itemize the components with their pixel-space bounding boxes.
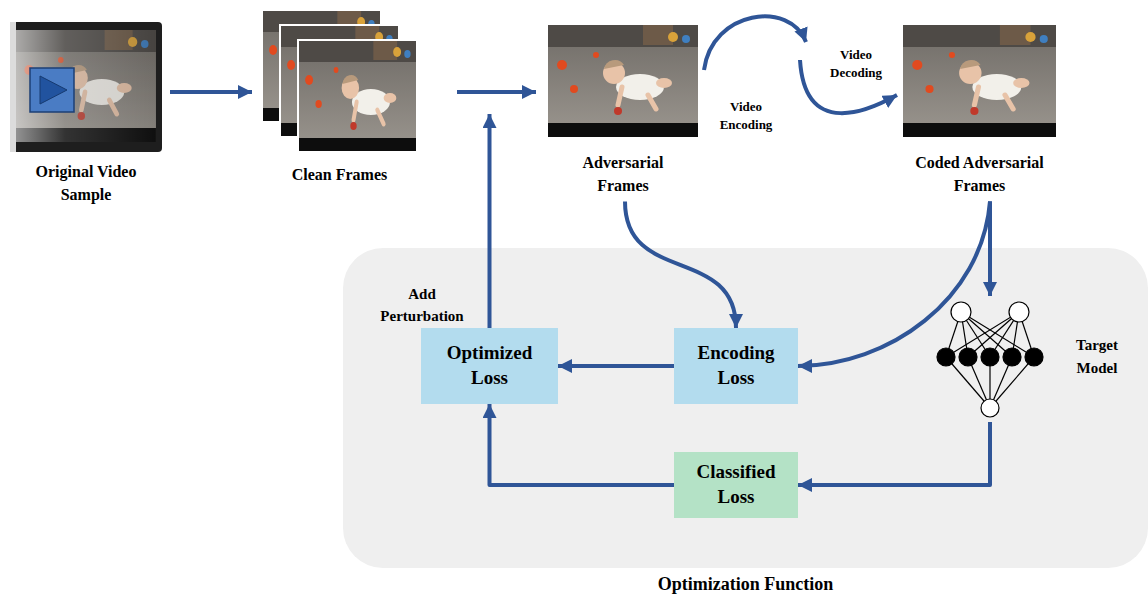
flow-arrow: [488, 114, 492, 328]
flow-arrow: [490, 404, 675, 485]
frame-stack: [298, 40, 417, 152]
video-thumbnail: [40, 76, 67, 104]
model-icon: Target Model: [928, 296, 1052, 422]
flow-arrow: [988, 201, 992, 296]
neural-network: [937, 302, 1043, 417]
node-label: Classified Loss: [682, 460, 790, 509]
loss-box: Optimized Loss: [421, 328, 558, 404]
function-panel: Optimization FunctionOptimized LossEncod…: [343, 248, 1148, 568]
frame-group: Coded Adversarial Frames: [903, 25, 1056, 197]
neural-network: [951, 302, 971, 322]
video-thumbnail: [16, 30, 156, 142]
video-frame: [548, 25, 698, 137]
video-thumbnail: [16, 30, 156, 142]
flow-arrow: [798, 201, 990, 366]
frame-group: Adversarial Frames: [548, 25, 698, 197]
node-label: Adversarial Frames: [568, 151, 678, 197]
frame-stack: [262, 10, 417, 152]
video-thumbnail: [30, 68, 74, 112]
flow-arrow: [558, 364, 674, 368]
video-frame: [548, 25, 698, 137]
video-frame: [548, 25, 698, 137]
loss-box: Classified Loss: [674, 452, 798, 518]
neural-network: [1025, 348, 1043, 366]
flow-arrow: [625, 201, 736, 328]
video-sample: Original Video Sample: [10, 22, 162, 206]
node-label: Optimization Function: [343, 574, 1148, 596]
node-label: Clean Frames: [265, 163, 415, 186]
neural-network: [937, 348, 955, 366]
flow-arrow: [704, 16, 806, 70]
video-frame: [903, 25, 1056, 137]
node-label: Target Model: [1062, 334, 1132, 379]
edge-label: Add Perturbation: [366, 284, 478, 328]
node-label: Optimized Loss: [429, 341, 550, 390]
process-label: Video Encoding: [708, 98, 784, 133]
neural-network: [959, 348, 977, 366]
flow-arrow: [170, 90, 252, 94]
flow-arrow: [457, 90, 536, 94]
video-thumbnail: [10, 22, 162, 152]
video-thumbnail: [10, 22, 162, 152]
neural-network: [1003, 348, 1021, 366]
node-label: Encoding Loss: [682, 341, 790, 390]
neural-network: [981, 399, 999, 417]
video-frame: [903, 25, 1056, 137]
loss-box: Encoding Loss: [674, 328, 798, 404]
frame-stack: [298, 40, 417, 152]
flow-arrow: [798, 422, 990, 485]
panel-ground: [343, 248, 1148, 568]
video-thumbnail: [16, 30, 156, 142]
video-frame: [903, 25, 1056, 137]
frame-stack: [298, 40, 417, 152]
frame-group: Clean Frames: [262, 10, 417, 186]
neural-network: [981, 348, 999, 366]
neural-network: [1009, 302, 1029, 322]
node-label: Coded Adversarial Frames: [905, 151, 1055, 197]
node-label: Original Video Sample: [21, 160, 151, 206]
video-thumbnail: [10, 22, 16, 152]
process-label: Video Decoding: [818, 46, 894, 81]
